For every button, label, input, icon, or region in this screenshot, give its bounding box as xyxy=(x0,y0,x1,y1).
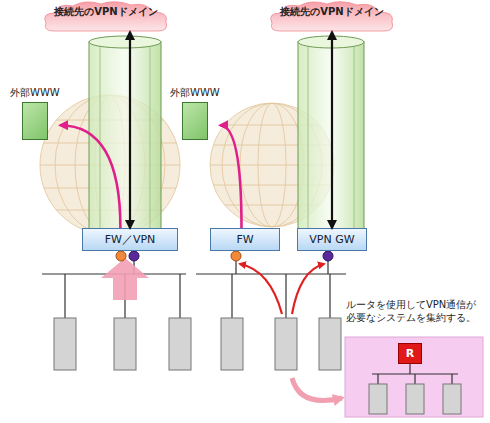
gateway-box: FW／VPN xyxy=(82,228,178,251)
vpn-domain-cloud: 接続先のVPNドメイン xyxy=(268,0,396,32)
cloud-label: 接続先のVPNドメイン xyxy=(268,5,396,19)
connector-arrow xyxy=(220,125,242,228)
gateway-box: VPN GW xyxy=(297,228,367,251)
gateway-label: VPN GW xyxy=(309,233,354,246)
connector-arrow xyxy=(60,125,120,228)
gateway-label: FW xyxy=(236,233,253,246)
callout-note: ルータを使用してVPN通信が必要なシステムを集約する。 xyxy=(346,298,486,324)
aggregate-up-arrow xyxy=(101,258,149,300)
router-box: R xyxy=(398,343,422,364)
network-bus-right xyxy=(196,260,346,318)
router-label: R xyxy=(406,347,414,360)
gateway-label: FW／VPN xyxy=(105,232,156,247)
connector-arrow xyxy=(129,32,131,228)
server-group-left xyxy=(54,318,191,370)
server-label: 外部WWW xyxy=(170,86,220,100)
aggregation-panel xyxy=(345,337,483,417)
server-box xyxy=(182,102,208,140)
tunnel-cylinder-right xyxy=(298,36,364,230)
server-box xyxy=(22,102,48,140)
gateway-box: FW xyxy=(210,228,280,251)
server-label: 外部WWW xyxy=(10,86,60,100)
server-group-right xyxy=(221,318,341,370)
cloud-label: 接続先のVPNドメイン xyxy=(42,5,170,19)
pointer-arrow xyxy=(292,378,342,401)
web-server: 外部WWW xyxy=(170,86,220,142)
web-server: 外部WWW xyxy=(10,86,60,142)
connector-arrow xyxy=(331,32,333,228)
interface-markers xyxy=(116,251,333,261)
vpn-domain-cloud: 接続先のVPNドメイン xyxy=(42,0,170,32)
routing-arrows xyxy=(240,264,324,314)
tunnel-cylinder-left xyxy=(89,36,161,230)
